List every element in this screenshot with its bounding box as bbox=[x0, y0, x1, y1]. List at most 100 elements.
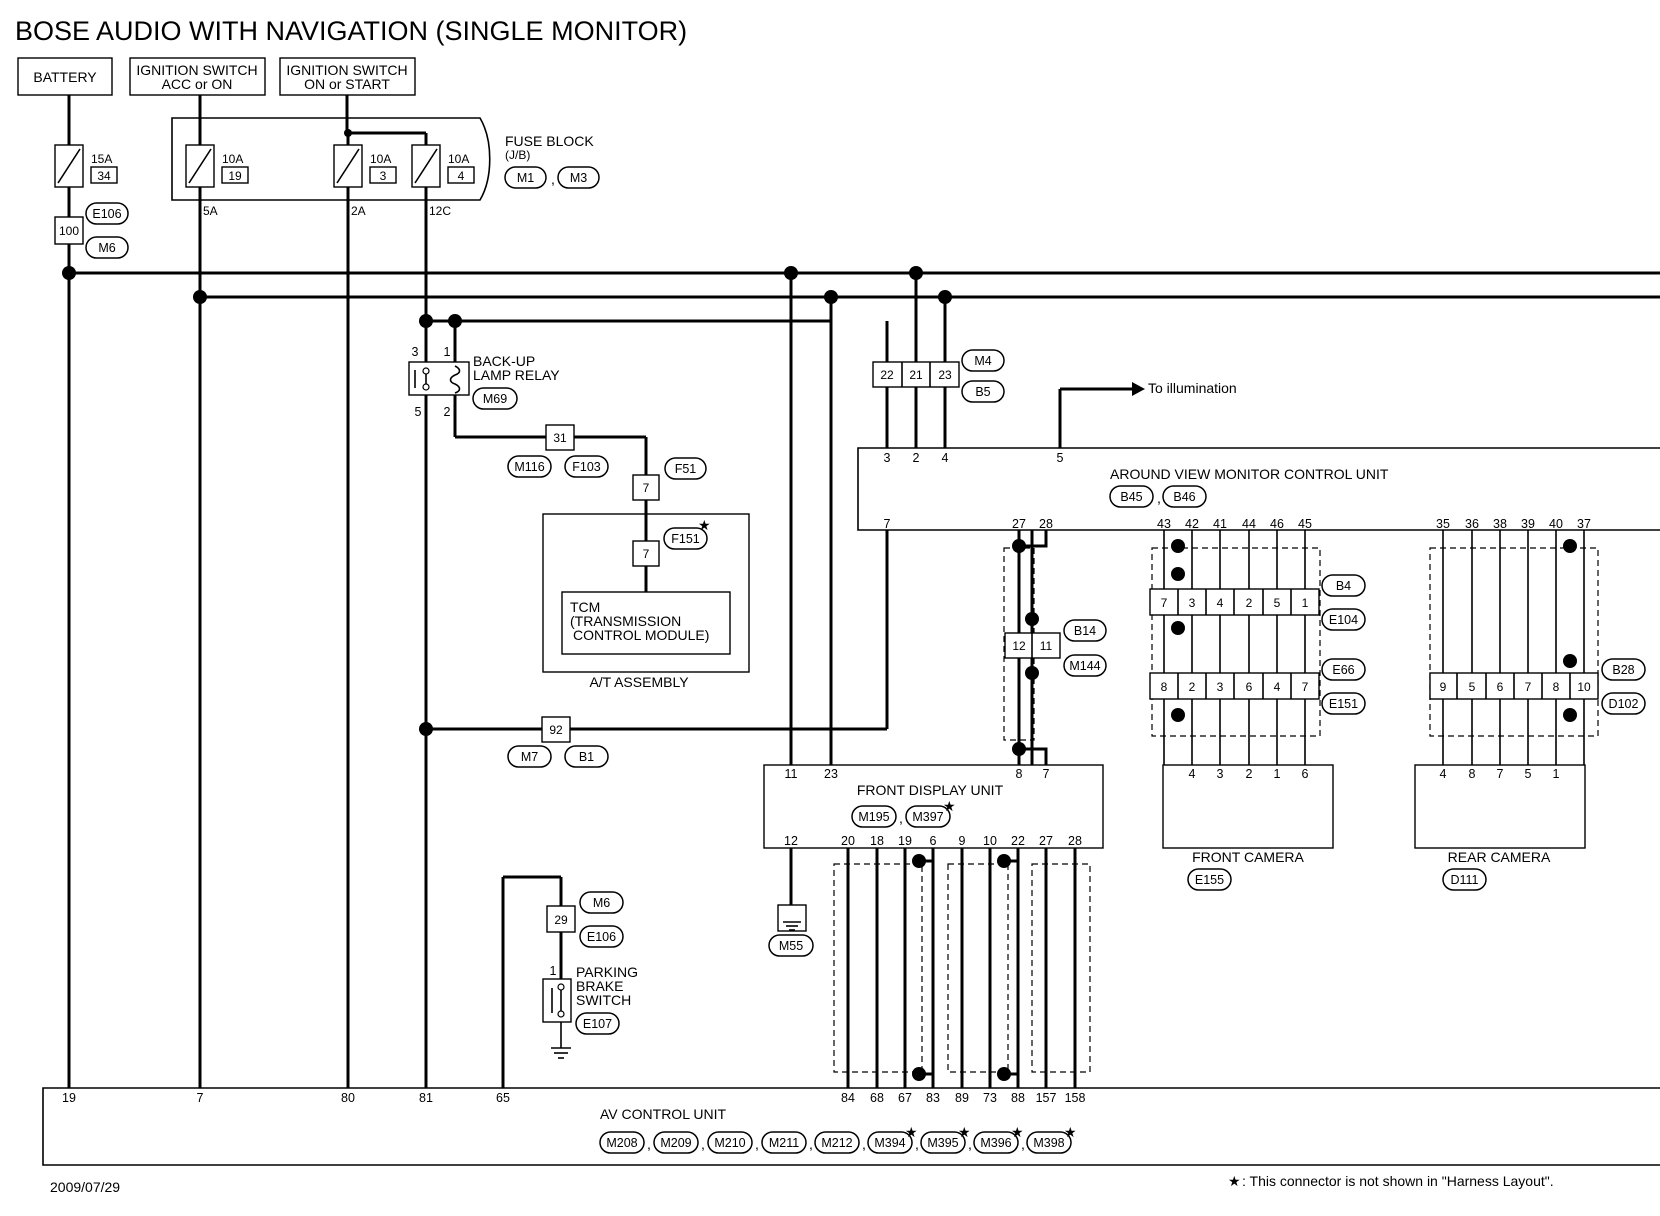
svg-text:7: 7 bbox=[197, 1091, 204, 1105]
svg-text:10: 10 bbox=[1577, 680, 1591, 694]
svg-text:,: , bbox=[968, 1136, 972, 1152]
svg-text:8: 8 bbox=[1553, 680, 1560, 694]
svg-text:B45: B45 bbox=[1120, 490, 1142, 504]
svg-text:,: , bbox=[809, 1136, 813, 1152]
svg-text:,: , bbox=[862, 1136, 866, 1152]
svg-text:19: 19 bbox=[62, 1091, 76, 1105]
footnote: : This connector is not shown in "Harnes… bbox=[1242, 1173, 1554, 1189]
svg-text:18: 18 bbox=[870, 834, 884, 848]
svg-text:D111: D111 bbox=[1450, 873, 1478, 887]
avm-control-unit: 3 2 4 5 AROUND VIEW MONITOR CONTROL UNIT… bbox=[857, 447, 1660, 531]
svg-text:,: , bbox=[647, 1136, 651, 1152]
rear-camera-harness: 9 5 6 7 8 10 B28 D102 bbox=[1429, 530, 1646, 765]
svg-text:4: 4 bbox=[1217, 596, 1224, 610]
svg-text:11: 11 bbox=[1040, 639, 1053, 653]
svg-text:38: 38 bbox=[1493, 517, 1507, 531]
svg-text:3: 3 bbox=[884, 451, 891, 465]
parking-label-2: BRAKE bbox=[576, 978, 623, 994]
svg-text:28: 28 bbox=[1039, 517, 1053, 531]
fuse-10a-19: 10A 19 bbox=[185, 144, 249, 188]
term-5a: 5A bbox=[203, 204, 218, 218]
battery-label: BATTERY bbox=[33, 69, 97, 85]
svg-text:M7: M7 bbox=[521, 750, 538, 764]
svg-text:7: 7 bbox=[1043, 767, 1050, 781]
svg-text:M394: M394 bbox=[874, 1136, 905, 1150]
front-camera-name: FRONT CAMERA bbox=[1192, 849, 1304, 865]
svg-text:1: 1 bbox=[1553, 767, 1560, 781]
svg-text:10: 10 bbox=[983, 834, 997, 848]
avm-joint-connector: 22 21 23 M4 B5 bbox=[872, 349, 1005, 403]
relay-label-1: BACK-UP bbox=[473, 353, 535, 369]
tcm-label-3: CONTROL MODULE) bbox=[573, 627, 709, 643]
svg-text:2: 2 bbox=[1246, 767, 1253, 781]
to-illumination: To illumination bbox=[1132, 380, 1237, 396]
joint-31: 31 M116 F103 bbox=[507, 424, 609, 478]
svg-text:158: 158 bbox=[1065, 1091, 1086, 1105]
svg-text:5: 5 bbox=[1057, 451, 1064, 465]
svg-text:M195: M195 bbox=[858, 810, 889, 824]
svg-text:5: 5 bbox=[1525, 767, 1532, 781]
svg-text:89: 89 bbox=[955, 1091, 969, 1105]
svg-text:5: 5 bbox=[1274, 596, 1281, 610]
svg-text:8: 8 bbox=[1016, 767, 1023, 781]
svg-text:22: 22 bbox=[1011, 834, 1025, 848]
fuse-10a-3: 10A 3 bbox=[333, 144, 397, 188]
svg-text:88: 88 bbox=[1011, 1091, 1025, 1105]
fuse-block-label-1: FUSE BLOCK bbox=[505, 133, 594, 149]
svg-text:★: ★ bbox=[943, 798, 956, 814]
fuse-15a: 15A 34 bbox=[54, 144, 118, 188]
svg-text:M1: M1 bbox=[517, 171, 534, 185]
svg-text:11: 11 bbox=[785, 767, 798, 781]
svg-text:41: 41 bbox=[1213, 517, 1227, 531]
joint-100: 100 E106 M6 bbox=[54, 202, 129, 259]
diagram-title: BOSE AUDIO WITH NAVIGATION (SINGLE MONIT… bbox=[15, 16, 687, 46]
svg-text:65: 65 bbox=[496, 1091, 510, 1105]
svg-text:3: 3 bbox=[1217, 680, 1224, 694]
svg-text:7: 7 bbox=[884, 517, 891, 531]
svg-text:M208: M208 bbox=[606, 1136, 637, 1150]
at-assembly: 7 F151 ★ TCM (TRANSMISSION CONTROL MODUL… bbox=[542, 513, 750, 690]
parking-brake-switch: 29 M6 E106 1 PARKING BRAKE SWITCH E107 bbox=[542, 891, 638, 1059]
front-camera-harness: 7 3 4 2 5 1 8 2 3 6 4 7 B4 E104 E66 E151 bbox=[1149, 530, 1366, 765]
fuse-block-connector-m1: M1 bbox=[504, 166, 547, 189]
svg-text:28: 28 bbox=[1068, 834, 1082, 848]
svg-text:B5: B5 bbox=[975, 385, 990, 399]
svg-text:100: 100 bbox=[59, 224, 79, 238]
svg-text:E66: E66 bbox=[1332, 663, 1354, 677]
svg-text:80: 80 bbox=[341, 1091, 355, 1105]
svg-text:5: 5 bbox=[1469, 680, 1476, 694]
svg-text:37: 37 bbox=[1577, 517, 1591, 531]
svg-text:2: 2 bbox=[444, 405, 451, 419]
svg-text:E104: E104 bbox=[1329, 613, 1358, 627]
ign-acc-label-2: ACC or ON bbox=[162, 76, 233, 92]
ignition-acc-source: IGNITION SWITCH ACC or ON bbox=[129, 57, 266, 96]
svg-text:1: 1 bbox=[1274, 767, 1281, 781]
svg-text:F103: F103 bbox=[572, 460, 601, 474]
svg-text:6: 6 bbox=[1302, 767, 1309, 781]
svg-text:6: 6 bbox=[1246, 680, 1253, 694]
svg-text:M4: M4 bbox=[974, 354, 991, 368]
svg-text:,: , bbox=[755, 1136, 759, 1152]
svg-text:M116: M116 bbox=[514, 460, 544, 474]
fuse-10a-4: 10A 4 bbox=[411, 144, 475, 188]
svg-text:39: 39 bbox=[1521, 517, 1535, 531]
svg-text:M69: M69 bbox=[483, 392, 507, 406]
svg-text:29: 29 bbox=[554, 913, 568, 927]
ignition-on-source: IGNITION SWITCH ON or START bbox=[279, 57, 416, 96]
svg-text:3: 3 bbox=[1217, 767, 1224, 781]
svg-text:22: 22 bbox=[880, 368, 894, 382]
svg-text:,: , bbox=[1157, 490, 1161, 506]
svg-text:E106: E106 bbox=[587, 930, 616, 944]
svg-text:M212: M212 bbox=[821, 1136, 852, 1150]
svg-text:81: 81 bbox=[419, 1091, 433, 1105]
svg-text:M397: M397 bbox=[912, 810, 943, 824]
svg-text:E106: E106 bbox=[92, 207, 121, 221]
diagram-date: 2009/07/29 bbox=[50, 1179, 120, 1195]
svg-text:7: 7 bbox=[1302, 680, 1309, 694]
svg-text:M209: M209 bbox=[660, 1136, 691, 1150]
svg-text:10A: 10A bbox=[448, 152, 469, 166]
svg-text:7: 7 bbox=[643, 547, 650, 561]
svg-text:67: 67 bbox=[898, 1091, 912, 1105]
svg-text:15A: 15A bbox=[91, 152, 112, 166]
fuse-block-outline bbox=[171, 117, 491, 201]
